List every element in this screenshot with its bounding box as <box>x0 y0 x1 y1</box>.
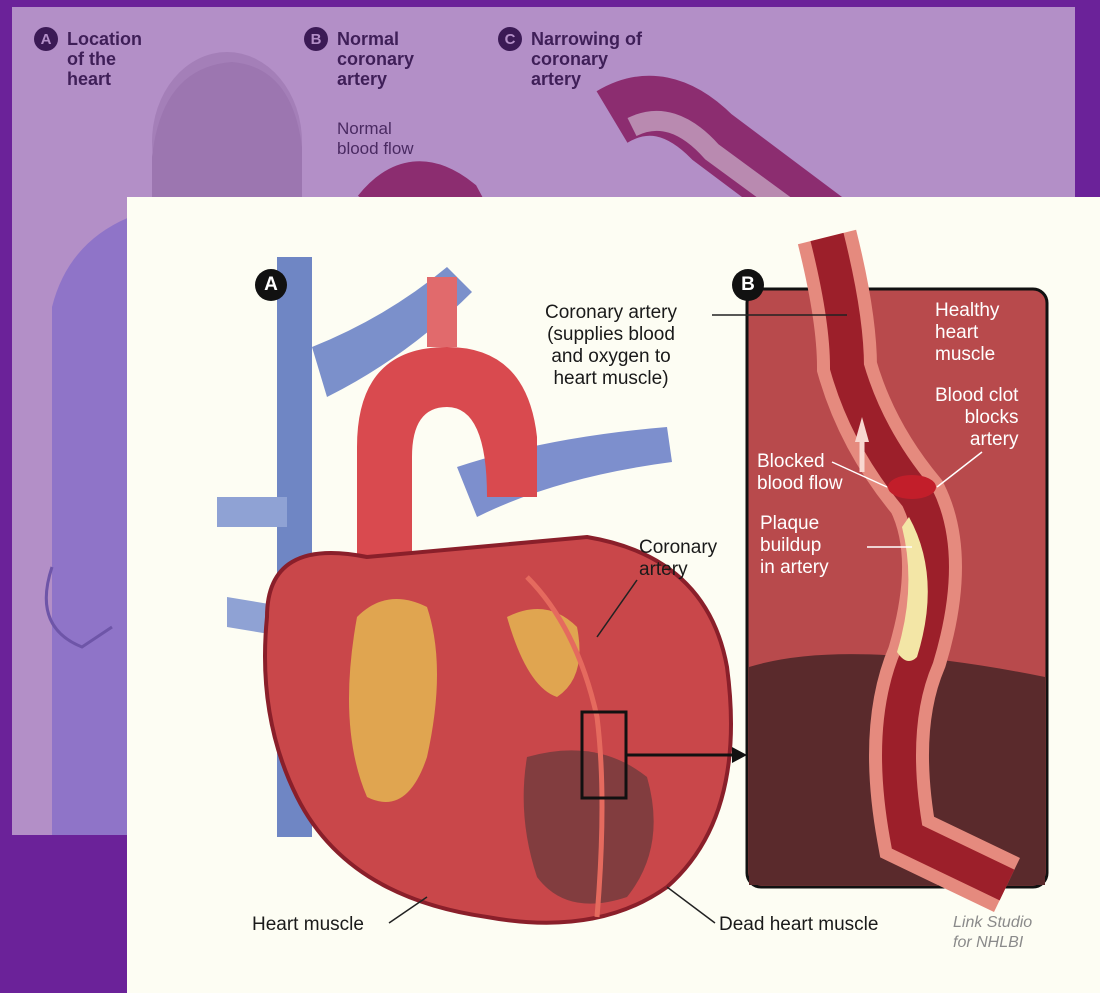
bg-badge-c: C <box>498 27 522 51</box>
bg-label-normal-artery: Normal coronary artery <box>337 29 414 89</box>
label-healthy-heart-muscle: Healthy heart muscle <box>935 300 999 366</box>
zoom-arrow-head <box>732 747 747 763</box>
bg-badge-b: B <box>304 27 328 51</box>
label-dead-heart-muscle: Dead heart muscle <box>719 914 878 936</box>
label-heart-muscle: Heart muscle <box>252 914 364 936</box>
label-coronary-artery-main: Coronary artery (supplies blood and oxyg… <box>545 302 677 390</box>
label-plaque: Plaque buildup in artery <box>760 513 829 579</box>
badge-b: B <box>732 269 764 301</box>
foreground-illustration-panel: A B Coronary artery (supplies blood and … <box>127 197 1100 993</box>
heart-body <box>265 537 731 923</box>
bg-badge-a: A <box>34 27 58 51</box>
credit-text: Link Studio for NHLBI <box>953 913 1032 953</box>
bg-label-normal-flow: Normal blood flow <box>337 119 414 159</box>
badge-a: A <box>255 269 287 301</box>
label-blocked-flow: Blocked blood flow <box>757 451 843 495</box>
bg-label-narrowing: Narrowing of coronary artery <box>531 29 642 89</box>
dead-muscle-region <box>524 750 654 903</box>
label-blood-clot: Blood clot blocks artery <box>935 385 1018 451</box>
blood-clot <box>888 475 936 499</box>
label-coronary-artery: Coronary artery <box>639 537 717 581</box>
bg-label-location: Location of the heart <box>67 29 142 89</box>
